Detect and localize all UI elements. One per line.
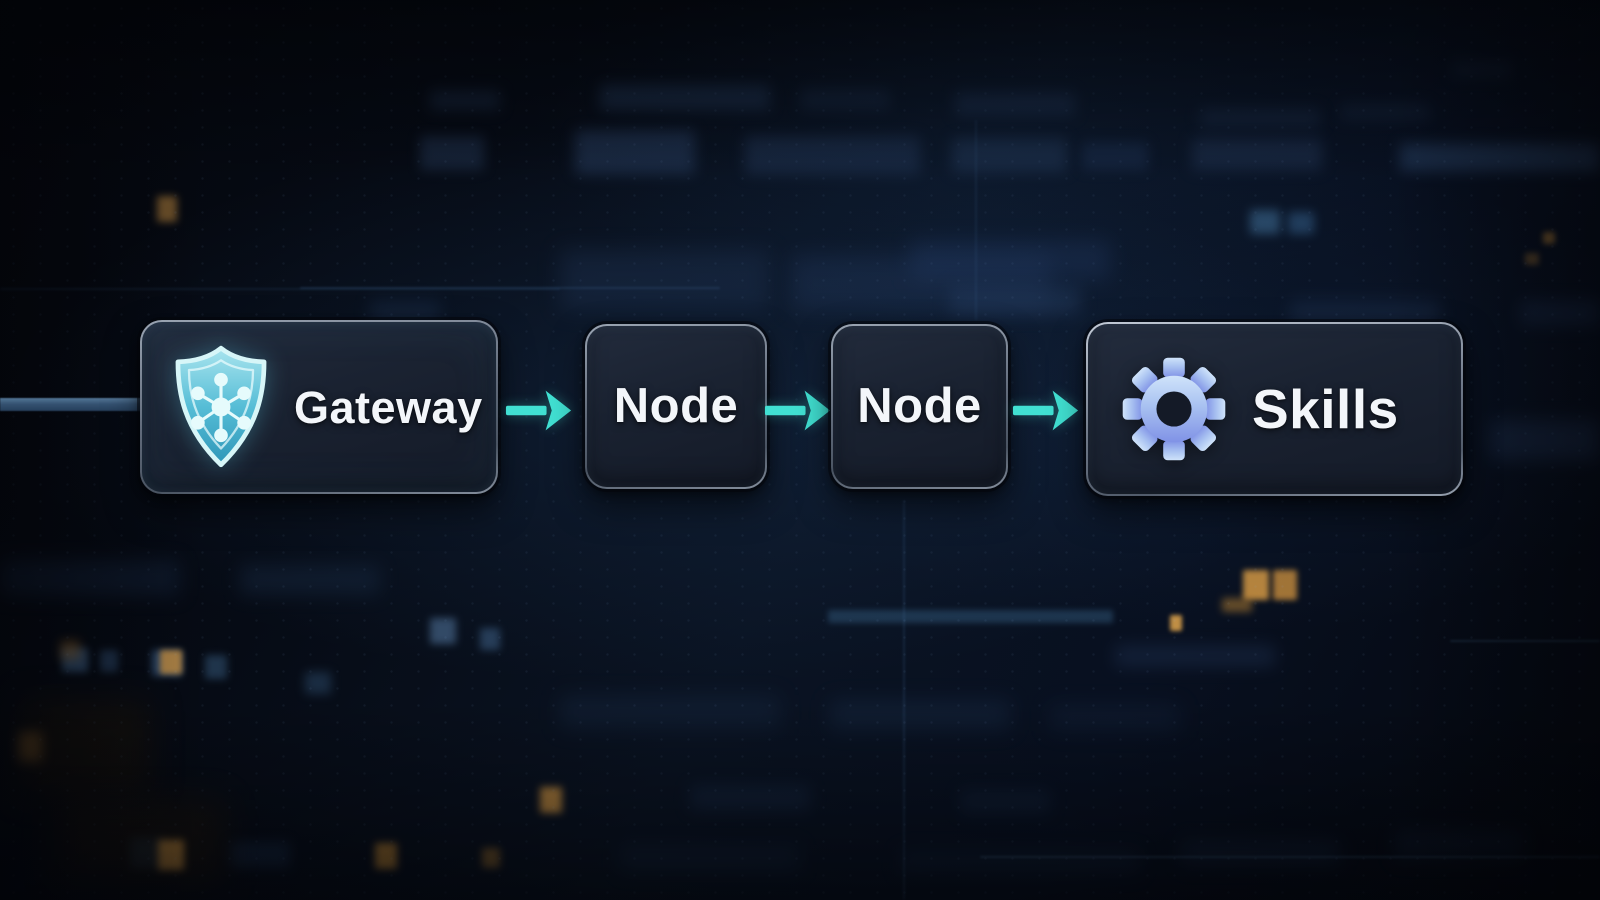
- skills-label: Skills: [1252, 377, 1399, 440]
- node-2: Node: [831, 324, 1008, 489]
- node-1: Node: [585, 324, 767, 489]
- gear-icon: [1122, 357, 1226, 461]
- network-hub-glyph: [191, 372, 251, 443]
- flow-arrow-3: [1012, 390, 1079, 431]
- incoming-connector-line: [0, 398, 144, 411]
- node-1-label: Node: [613, 379, 739, 433]
- gateway-node: Gateway: [140, 320, 498, 494]
- shield-network-icon: [175, 345, 267, 468]
- gateway-label: Gateway: [294, 381, 483, 433]
- skills-node: Skills: [1086, 322, 1463, 496]
- node-2-label: Node: [857, 379, 982, 433]
- flow-arrow-2: [764, 390, 831, 431]
- flow-arrow-1: [505, 390, 572, 431]
